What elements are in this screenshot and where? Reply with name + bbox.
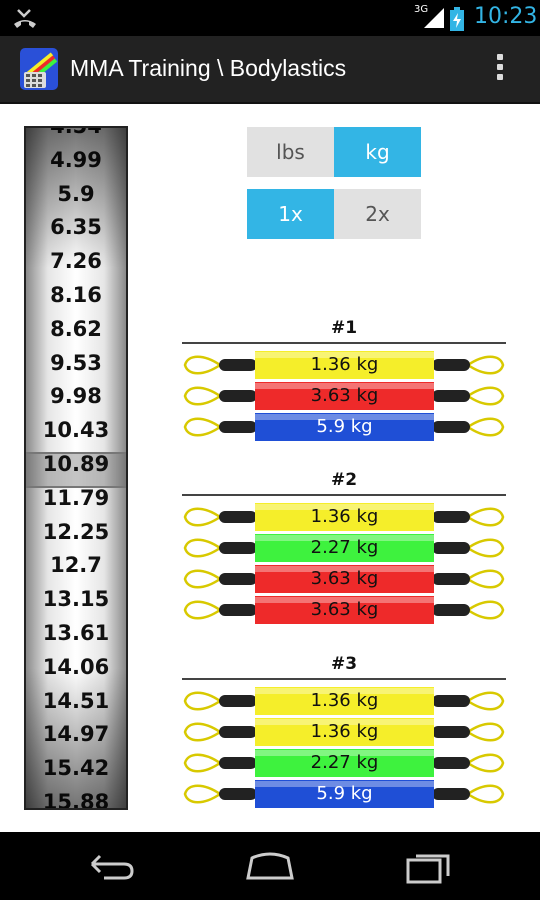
picker-item[interactable]: 5.9 xyxy=(57,181,95,206)
resistance-band: 3.63 kg xyxy=(182,596,506,624)
status-bar: 3G 10:23 xyxy=(0,0,540,36)
picker-item[interactable]: 4.99 xyxy=(50,147,102,172)
picker-item[interactable]: 6.35 xyxy=(50,215,102,240)
picker-item[interactable]: 14.97 xyxy=(42,722,110,747)
band-weight-label: 2.27 kg xyxy=(310,752,379,773)
multiplier-1x-button[interactable]: 1x xyxy=(247,189,334,239)
resistance-band: 3.63 kg xyxy=(182,382,506,410)
band-weight-label: 1.36 kg xyxy=(310,721,379,742)
picker-selection-highlight xyxy=(26,452,126,488)
network-type: 3G xyxy=(414,4,429,15)
signal-icon xyxy=(424,8,444,28)
band-weight-label: 2.27 kg xyxy=(310,537,379,558)
navigation-bar xyxy=(0,832,540,900)
resistance-band: 2.27 kg xyxy=(182,534,506,562)
group-divider xyxy=(182,494,506,496)
overflow-menu-icon[interactable] xyxy=(494,54,506,86)
picker-item[interactable]: 15.88 xyxy=(42,789,110,810)
unit-kg-button[interactable]: kg xyxy=(334,127,421,177)
band-weight-label: 5.9 kg xyxy=(316,416,373,437)
picker-item[interactable]: 14.06 xyxy=(42,654,110,679)
group-divider xyxy=(182,678,506,680)
resistance-band: 3.63 kg xyxy=(182,565,506,593)
picker-item[interactable]: 8.62 xyxy=(50,316,102,341)
resistance-band: 1.36 kg xyxy=(182,351,506,379)
missed-call-icon xyxy=(14,9,36,28)
band-weight-label: 3.63 kg xyxy=(310,385,379,406)
action-bar: MMA Training \ Bodylastics xyxy=(0,36,540,104)
picker-item[interactable]: 7.26 xyxy=(50,249,102,274)
group-title: #3 xyxy=(330,654,358,674)
resistance-band: 2.27 kg xyxy=(182,749,506,777)
resistance-band: 1.36 kg xyxy=(182,687,506,715)
recent-apps-icon[interactable] xyxy=(398,846,458,886)
picker-item[interactable]: 11.79 xyxy=(42,485,110,510)
resistance-band: 5.9 kg xyxy=(182,780,506,808)
band-weight-label: 1.36 kg xyxy=(310,506,379,527)
multiplier-2x-button[interactable]: 2x xyxy=(334,189,421,239)
unit-lbs-button[interactable]: lbs xyxy=(247,127,334,177)
picker-item[interactable]: 14.51 xyxy=(42,688,110,713)
clock: 10:23 xyxy=(474,4,538,29)
resistance-band: 5.9 kg xyxy=(182,413,506,441)
home-icon[interactable] xyxy=(240,846,300,886)
picker-item[interactable]: 12.25 xyxy=(42,519,110,544)
band-weight-label: 3.63 kg xyxy=(310,568,379,589)
picker-list[interactable]: 4.54 4.99 5.9 6.35 7.26 8.16 8.62 9.53 9.98 10.43… xyxy=(26,126,126,810)
picker-item[interactable]: 12.7 xyxy=(50,553,102,578)
picker-item[interactable]: 8.16 xyxy=(50,282,102,307)
band-weight-label: 5.9 kg xyxy=(316,783,373,804)
picker-item[interactable]: 15.42 xyxy=(42,756,110,781)
band-weight-label: 1.36 kg xyxy=(310,690,379,711)
group-divider xyxy=(182,342,506,344)
back-icon[interactable] xyxy=(82,846,142,886)
app-title: MMA Training \ Bodylastics xyxy=(70,55,347,81)
band-weight-label: 3.63 kg xyxy=(310,599,379,620)
weight-picker[interactable]: 4.54 4.99 5.9 6.35 7.26 8.16 8.62 9.53 9.98 10.43… xyxy=(24,126,128,810)
picker-item[interactable]: 4.54 xyxy=(50,126,102,138)
picker-item[interactable]: 9.53 xyxy=(50,350,102,375)
picker-item[interactable]: 13.15 xyxy=(42,587,110,612)
resistance-band: 1.36 kg xyxy=(182,718,506,746)
group-title: #2 xyxy=(330,470,358,490)
band-weight-label: 1.36 kg xyxy=(310,354,379,375)
picker-item[interactable]: 13.61 xyxy=(42,620,110,645)
battery-charging-icon xyxy=(450,7,464,31)
resistance-band: 1.36 kg xyxy=(182,503,506,531)
picker-item[interactable]: 10.89 xyxy=(42,451,110,476)
group-title: #1 xyxy=(330,318,358,338)
picker-item[interactable]: 9.98 xyxy=(50,384,102,409)
picker-item[interactable]: 10.43 xyxy=(42,418,110,443)
app-launcher-icon[interactable] xyxy=(16,46,62,92)
